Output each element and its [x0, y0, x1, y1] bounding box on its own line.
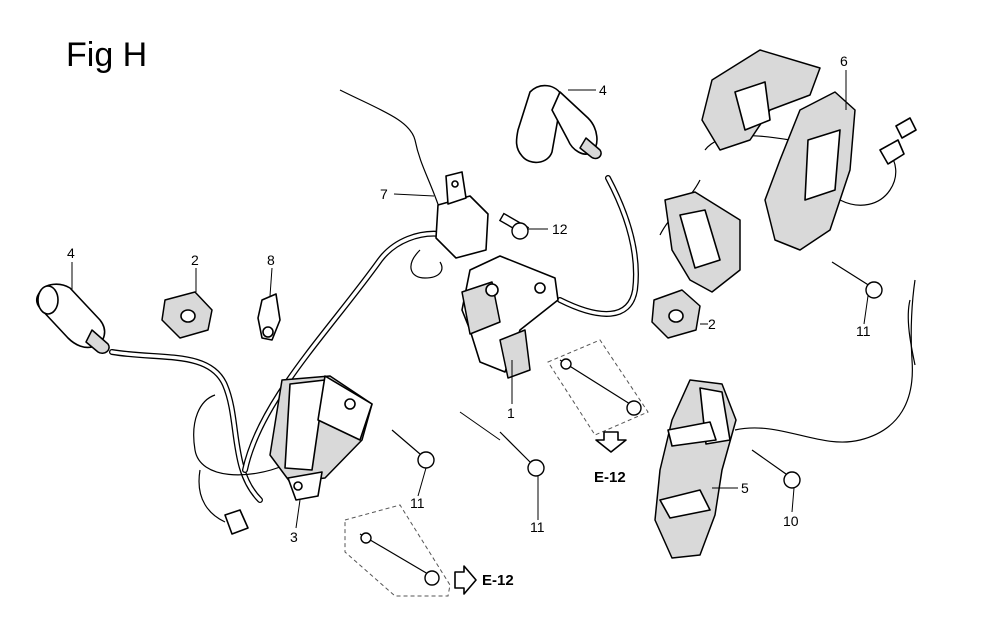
callout-11-left: 11 [410, 495, 425, 511]
grommet-right[interactable] [651, 289, 701, 339]
callout-2-right: 2 [708, 316, 716, 332]
figure-title: Fig H [66, 36, 147, 74]
callout-5: 5 [741, 480, 749, 496]
callouts: 4 2 8 7 12 4 6 11 2 1 11 11 3 5 10 [67, 53, 871, 545]
callout-7: 7 [380, 186, 388, 202]
leader-lines [71, 70, 869, 529]
magneto-coil-6[interactable] [664, 49, 917, 293]
callout-10: 10 [783, 513, 799, 529]
callout-4-upper: 4 [599, 82, 607, 98]
callout-1: 1 [507, 405, 515, 421]
callout-2-left: 2 [191, 252, 199, 268]
ignition-coil-3[interactable] [224, 375, 373, 535]
magneto-coil-5[interactable] [654, 379, 737, 559]
callout-3: 3 [290, 529, 298, 545]
spark-plug-cap-left[interactable] [35, 283, 110, 355]
callout-12: 12 [552, 221, 568, 237]
callout-6: 6 [840, 53, 848, 69]
bolt-10[interactable] [751, 449, 801, 489]
ref-label-lower: E-12 [482, 572, 514, 589]
ignition-coil-1[interactable] [461, 255, 559, 379]
grommet-left[interactable] [161, 291, 213, 339]
ref-label-upper: E-12 [594, 469, 626, 486]
callout-4-left: 4 [67, 245, 75, 261]
bolt-11-upper-right[interactable] [831, 261, 883, 299]
stop-switch[interactable] [410, 171, 489, 279]
bolt-set-e12-upper[interactable] [547, 339, 649, 436]
callout-11-center: 11 [530, 519, 545, 535]
ref-arrow-lower[interactable]: E-12 [454, 565, 514, 595]
bolt-set-e12-lower[interactable] [344, 504, 451, 597]
wire-harness [109, 89, 916, 523]
screw-12[interactable] [498, 212, 530, 240]
ref-arrow-upper[interactable]: E-12 [594, 431, 627, 486]
bolt-11-center[interactable] [499, 431, 545, 477]
callout-8: 8 [267, 252, 275, 268]
bolt-11-left[interactable] [391, 429, 435, 469]
callout-11-upper-right: 11 [856, 323, 871, 339]
wire-clip[interactable] [257, 293, 281, 341]
spark-plug-cap-upper[interactable] [515, 84, 602, 164]
